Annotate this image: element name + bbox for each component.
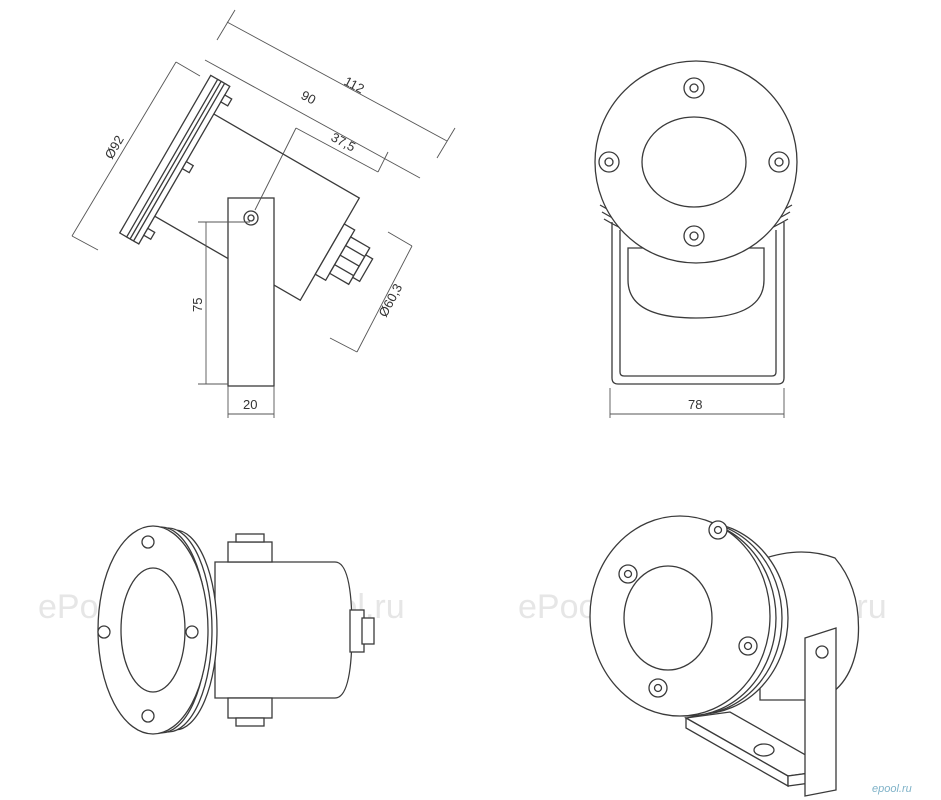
u-bracket <box>611 222 785 385</box>
body-back <box>627 247 765 319</box>
dim-label-78: 78 <box>688 397 702 412</box>
dim-label-75: 75 <box>190 298 205 312</box>
lens <box>623 565 713 671</box>
dim-label-d60-3: Ø60,3 <box>375 281 405 319</box>
body-cylinder <box>214 561 353 699</box>
dim-body-length: 90 <box>204 59 421 179</box>
bolt <box>768 151 790 173</box>
bolt-head <box>219 94 233 107</box>
mount-bolt-top <box>227 541 273 563</box>
bolt <box>683 225 705 247</box>
side-perspective-view <box>97 525 375 735</box>
dim-bracket-width: 20 <box>227 386 275 418</box>
pivot-hole <box>243 210 259 226</box>
dim-label-20: 20 <box>243 397 257 412</box>
bolt-head <box>142 227 156 241</box>
dim-label-112: 112 <box>342 73 367 96</box>
dim-label-d92: Ø92 <box>102 133 127 162</box>
bolt <box>598 151 620 173</box>
brand-logo: epool.ru <box>872 783 912 795</box>
dim-front-width: 78 <box>609 388 785 418</box>
mount-bracket <box>227 197 275 387</box>
lens <box>120 567 186 693</box>
dim-label-37-5: 37,5 <box>329 129 358 154</box>
dim-mount-height: 75 <box>190 221 250 385</box>
mount-bolt-bottom <box>227 697 273 719</box>
lens <box>641 116 747 208</box>
front-view: 78 <box>594 60 798 418</box>
bolt-head <box>181 160 195 174</box>
bracket-upright <box>804 627 837 797</box>
side-view: 112 90 37,5 Ø92 Ø60,3 <box>71 9 456 418</box>
isometric-view <box>589 515 860 797</box>
dim-label-90: 90 <box>299 87 319 107</box>
bolt <box>683 77 705 99</box>
